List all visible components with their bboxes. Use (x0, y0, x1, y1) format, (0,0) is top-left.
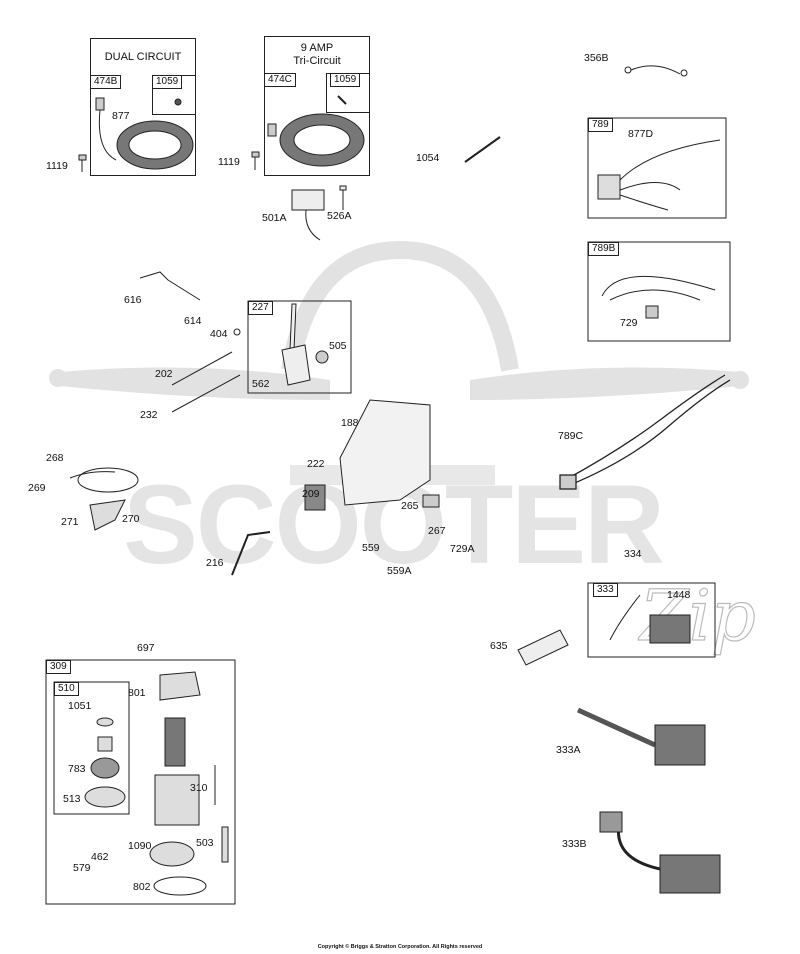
watermark-logo: SCOOTER Zip (49, 240, 756, 658)
box-dual-circuit: DUAL CIRCUIT (90, 38, 196, 176)
wire-356B-drawing (624, 65, 688, 77)
part-269[interactable]: 269 (28, 482, 46, 494)
tie-1054-drawing (464, 136, 501, 163)
cable-268-drawing (69, 467, 139, 531)
throttle-linkage-drawing (139, 271, 241, 413)
box-789-frame (587, 117, 727, 219)
part-559[interactable]: 559 (362, 542, 380, 554)
part-526A[interactable]: 526A (327, 210, 352, 222)
ignition-333B-drawing (599, 811, 721, 894)
part-513[interactable]: 513 (63, 793, 81, 805)
part-877D[interactable]: 877D (628, 128, 654, 140)
part-1119-a[interactable]: 1119 (46, 160, 68, 172)
part-505[interactable]: 505 (329, 340, 347, 352)
box-789B-frame (587, 241, 731, 342)
part-268[interactable]: 268 (46, 452, 64, 464)
part-801[interactable]: 801 (128, 687, 146, 699)
regulator-501A-drawing (291, 185, 347, 241)
bolt-1119-drawings (78, 151, 260, 172)
tag-1059-a[interactable]: 1059 (152, 75, 183, 89)
ignition-333-drawing (609, 594, 691, 644)
part-462[interactable]: 462 (91, 851, 109, 863)
harness-789C-drawing (559, 374, 731, 490)
control-bracket-drawing (304, 399, 440, 511)
part-271[interactable]: 271 (61, 516, 79, 528)
harness-789B-drawing (601, 275, 716, 319)
part-614[interactable]: 614 (184, 315, 202, 327)
tag-227[interactable]: 227 (248, 301, 273, 315)
part-783[interactable]: 783 (68, 763, 86, 775)
part-579[interactable]: 579 (73, 862, 91, 874)
part-635[interactable]: 635 (490, 640, 508, 652)
part-729[interactable]: 729 (620, 317, 638, 329)
harness-789-drawing (597, 139, 721, 211)
part-789C[interactable]: 789C (558, 430, 584, 442)
tag-474B[interactable]: 474B (90, 75, 122, 89)
tag-333[interactable]: 333 (593, 583, 618, 597)
stator-474B-drawing (95, 97, 194, 170)
stator-474C-drawing (267, 95, 365, 167)
lever-227-drawing (281, 303, 329, 386)
part-559A[interactable]: 559A (387, 565, 412, 577)
part-310[interactable]: 310 (190, 782, 208, 794)
part-356B[interactable]: 356B (584, 52, 609, 64)
tag-1059-b[interactable]: 1059 (330, 73, 361, 87)
part-616[interactable]: 616 (124, 294, 142, 306)
tag-789B[interactable]: 789B (588, 242, 620, 256)
ignition-333A-drawing (576, 707, 706, 766)
part-503[interactable]: 503 (196, 837, 214, 849)
part-270[interactable]: 270 (122, 513, 140, 525)
part-209[interactable]: 209 (302, 488, 320, 500)
tag-474C[interactable]: 474C (264, 73, 296, 87)
part-1051[interactable]: 1051 (68, 700, 92, 712)
starter-motor-drawing (149, 671, 229, 896)
part-202[interactable]: 202 (155, 368, 173, 380)
part-1448[interactable]: 1448 (667, 589, 691, 601)
box-nine-amp-title-line1: 9 AMP (300, 42, 334, 54)
box-dual-circuit-title: DUAL CIRCUIT (104, 51, 182, 63)
box-227-frame (247, 300, 352, 394)
part-267[interactable]: 267 (428, 525, 446, 537)
copyright-notice: Copyright © Briggs & Stratton Corporatio… (317, 944, 483, 950)
boot-635-drawing (517, 629, 569, 666)
box-309-frame (45, 659, 236, 905)
part-501A[interactable]: 501A (262, 212, 287, 224)
part-1090[interactable]: 1090 (128, 840, 152, 852)
link-216-drawing (231, 531, 271, 576)
box-nine-amp: 9 AMP Tri-Circuit (264, 36, 370, 176)
part-802[interactable]: 802 (133, 881, 151, 893)
box-510-frame (53, 681, 130, 815)
part-334[interactable]: 334 (624, 548, 642, 560)
part-1054[interactable]: 1054 (416, 152, 440, 164)
part-697[interactable]: 697 (137, 642, 155, 654)
tag-309[interactable]: 309 (46, 660, 71, 674)
part-562[interactable]: 562 (252, 378, 270, 390)
part-222[interactable]: 222 (307, 458, 325, 470)
part-877[interactable]: 877 (112, 110, 130, 122)
part-188[interactable]: 188 (341, 417, 359, 429)
part-404[interactable]: 404 (210, 328, 228, 340)
part-265[interactable]: 265 (401, 500, 419, 512)
part-1119-b[interactable]: 1119 (218, 156, 240, 168)
starter-drive-drawing (84, 717, 126, 808)
tag-789[interactable]: 789 (588, 118, 613, 132)
part-729A[interactable]: 729A (450, 543, 475, 555)
box-nine-amp-title-line2: Tri-Circuit (293, 55, 341, 67)
part-333A[interactable]: 333A (556, 744, 581, 756)
part-333B[interactable]: 333B (562, 838, 587, 850)
box-333-frame (587, 582, 716, 658)
part-232[interactable]: 232 (140, 409, 158, 421)
tag-510[interactable]: 510 (54, 682, 79, 696)
part-216[interactable]: 216 (206, 557, 224, 569)
